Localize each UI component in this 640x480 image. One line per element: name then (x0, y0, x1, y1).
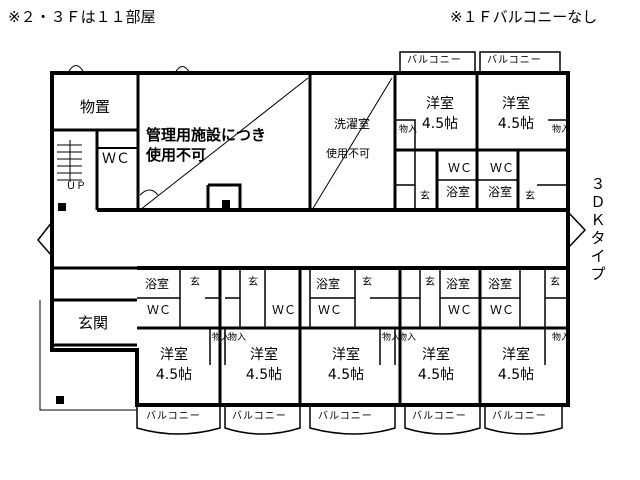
closet-lower-1: 物入 (212, 333, 231, 343)
balcony-lower-1: バルコニー (146, 411, 201, 422)
bath-lower-3: 浴室 (316, 277, 341, 291)
corridor-door (37, 221, 53, 257)
mgmt-wall (308, 73, 397, 210)
closet-upper-2: 物入 (552, 125, 571, 135)
right-door (567, 211, 587, 249)
entrance-label: 玄関 (78, 314, 109, 332)
room-lower-3-size: 4.5帖 (327, 367, 365, 383)
balcony-upper-2: バルコニー (487, 55, 542, 66)
stairs (57, 140, 82, 182)
type-label: ３ＤＫタイプ (590, 175, 606, 283)
lower-unit-walls (137, 268, 568, 405)
room-lower-2-name: 洋室 (250, 347, 278, 363)
bath-lower-4: 浴室 (446, 277, 471, 291)
management-label-2: 使用不可 (146, 146, 207, 164)
balcony-lower-4: バルコニー (412, 411, 467, 422)
wc-lower-2: ＷＣ (272, 303, 297, 317)
balcony-lower-2: バルコニー (232, 411, 287, 422)
entrance-wall (52, 266, 137, 347)
bath-upper-1: 浴室 (446, 185, 471, 199)
wc-lower-1: ＷＣ (147, 303, 172, 317)
wc-lower-3: ＷＣ (318, 303, 343, 317)
closet-lower-5: 物入 (552, 333, 571, 343)
door-arcs (67, 65, 191, 196)
balcony-upper-1: バルコニー (407, 55, 462, 66)
closet-lower-3: 物入 (382, 333, 401, 343)
wc-lower-4: ＷＣ (448, 303, 473, 317)
wc-lower-5: ＷＣ (490, 303, 515, 317)
management-label-1: 管理用施設につき (146, 126, 267, 144)
laundry-label-1: 洗濯室 (334, 117, 371, 131)
room-lower-3-name: 洋室 (332, 347, 360, 363)
genkan-lower-2: 玄 (248, 277, 258, 288)
room-lower-5-size: 4.5帖 (497, 367, 535, 383)
balcony-lower-5: バルコニー (492, 411, 547, 422)
mgmt-box (206, 183, 242, 210)
lower-unit-inner (137, 268, 568, 365)
note-floors: ※２・３Ｆは１１部屋 (8, 8, 156, 26)
room-upper-1-size: 4.5帖 (421, 116, 459, 132)
room-lower-1-size: 4.5帖 (155, 367, 193, 383)
storage-wall (52, 73, 140, 210)
balcony-lower (136, 405, 563, 435)
genkan-lower-3: 玄 (362, 277, 372, 288)
genkan-lower-5: 玄 (550, 277, 560, 288)
room-lower-4-size: 4.5帖 (417, 367, 455, 383)
upper-unit-walls (395, 73, 568, 210)
wc-upper-1: ＷＣ (448, 161, 473, 175)
balcony-lower-3: バルコニー (318, 411, 373, 422)
genkan-lower-4: 玄 (425, 277, 435, 288)
room-lower-2-size: 4.5帖 (245, 367, 283, 383)
room-lower-4-name: 洋室 (422, 347, 450, 363)
bath-lower-1: 浴室 (145, 277, 170, 291)
laundry-label-2: 使用不可 (326, 147, 370, 160)
laundry-diagonal (311, 77, 393, 211)
genkan-lower-1: 玄 (190, 277, 200, 288)
wc-label: ＷＣ (102, 151, 130, 167)
bath-upper-2: 浴室 (488, 185, 513, 199)
pillars (56, 200, 230, 404)
room-lower-5-name: 洋室 (502, 347, 530, 363)
up-label: ＵＰ (66, 181, 86, 192)
entrance-outline (39, 300, 137, 411)
room-upper-2-name: 洋室 (502, 96, 530, 112)
bath-lower-5: 浴室 (488, 277, 513, 291)
genkan-upper-2: 玄 (525, 191, 535, 202)
upper-unit-inner (395, 119, 569, 210)
room-upper-2-size: 4.5帖 (497, 116, 535, 132)
room-lower-1-name: 洋室 (160, 347, 188, 363)
storage-label: 物置 (80, 98, 111, 116)
note-balcony: ※１Ｆバルコニーなし (450, 8, 598, 26)
genkan-upper-1: 玄 (420, 191, 430, 202)
closet-upper-1: 物入 (399, 125, 418, 135)
mgmt-diagonal (139, 77, 309, 211)
wc-upper-2: ＷＣ (490, 161, 515, 175)
closet-lower-4: 物入 (398, 333, 417, 343)
room-upper-1-name: 洋室 (426, 96, 454, 112)
closet-lower-2: 物入 (228, 333, 247, 343)
